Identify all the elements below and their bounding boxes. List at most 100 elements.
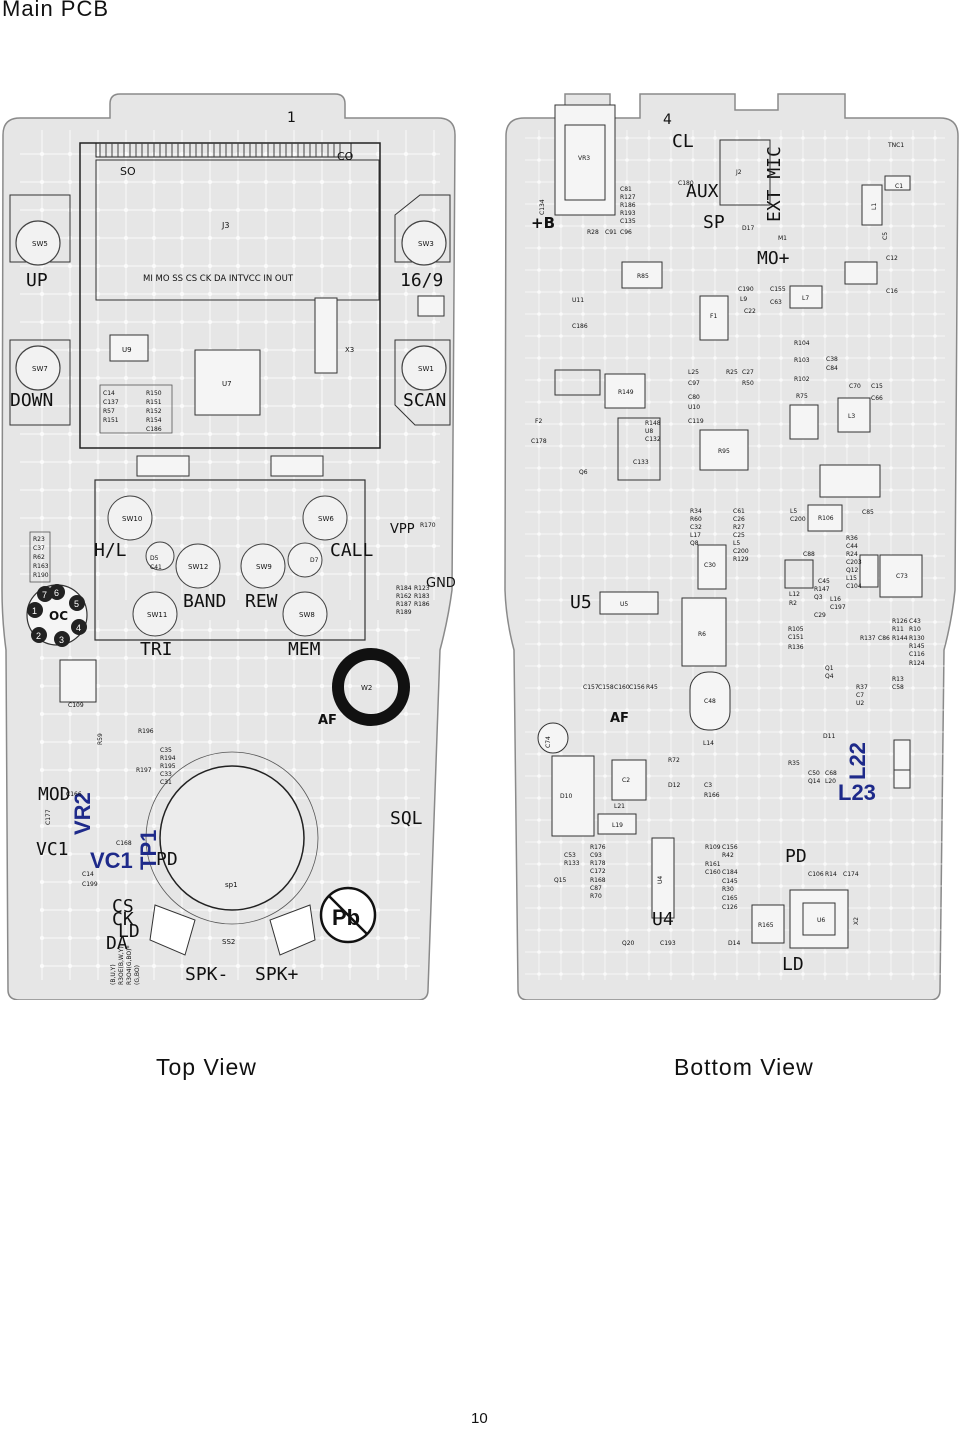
svg-text:R190: R190 xyxy=(33,572,49,579)
svg-text:R136: R136 xyxy=(788,644,804,651)
svg-text:L5: L5 xyxy=(790,508,797,515)
svg-text:R137: R137 xyxy=(860,635,876,642)
svg-text:D5: D5 xyxy=(150,555,159,562)
ic-u6: U6 xyxy=(789,889,849,949)
svg-text:C106: C106 xyxy=(808,871,824,878)
svg-text:R85: R85 xyxy=(637,273,649,280)
svg-text:R27: R27 xyxy=(733,524,745,531)
svg-text:U10: U10 xyxy=(688,404,700,411)
svg-text:C135: C135 xyxy=(620,218,636,225)
svg-text:SW7: SW7 xyxy=(32,365,48,373)
svg-text:C168: C168 xyxy=(116,840,132,847)
label-c169: R165 xyxy=(758,922,774,929)
ic-u11: R85 xyxy=(621,261,663,289)
svg-text:SS2: SS2 xyxy=(222,938,235,946)
label-ext-mic: EXT MIC xyxy=(764,146,785,222)
svg-text:R124: R124 xyxy=(909,660,925,667)
svg-text:C35: C35 xyxy=(160,747,172,754)
svg-text:C66: C66 xyxy=(871,395,883,402)
svg-text:D14: D14 xyxy=(728,940,740,947)
svg-text:R127: R127 xyxy=(620,194,636,201)
label-pd-bottom: PD xyxy=(785,846,807,867)
svg-text:R10: R10 xyxy=(909,626,921,633)
ic-u7: U7 xyxy=(194,349,261,416)
svg-text:L12: L12 xyxy=(789,591,800,598)
bottom-top-parts: C134 C81 R127 R186 R193 C135 C180 R28 C9… xyxy=(539,180,903,295)
svg-text:C186: C186 xyxy=(572,323,588,330)
bottom-mid-parts: R104 R103 C38 C84 R102 C70 C15 C66 R75 L… xyxy=(572,286,883,476)
label-j2: J2 xyxy=(735,169,742,176)
svg-text:C203: C203 xyxy=(846,559,862,566)
svg-text:C104: C104 xyxy=(846,583,862,590)
svg-text:R129: R129 xyxy=(733,556,749,563)
label-u4: U4 xyxy=(652,909,674,930)
svg-text:C25: C25 xyxy=(733,532,745,539)
corner-mark-1: 1 xyxy=(287,110,296,126)
caption-bottom-view: Bottom View xyxy=(674,1054,814,1080)
svg-text:R150: R150 xyxy=(146,390,162,397)
pcb-diagram: 1 CO SO J3 MI MO SS CS CK DA INTVCC IN O… xyxy=(1,93,959,1000)
label-u5: U5 xyxy=(570,592,592,613)
svg-text:R42: R42 xyxy=(722,852,734,859)
label-l5: R106 xyxy=(818,515,834,522)
svg-text:U8: U8 xyxy=(645,428,653,435)
svg-text:C109: C109 xyxy=(68,702,84,709)
svg-text:C44: C44 xyxy=(846,543,858,550)
svg-text:C160: C160 xyxy=(614,684,630,691)
svg-text:C186: C186 xyxy=(146,426,162,433)
pin-ck: CK xyxy=(112,909,134,930)
svg-text:R183: R183 xyxy=(414,593,430,600)
svg-text:R105: R105 xyxy=(788,626,804,633)
label-f1: F1 xyxy=(710,313,717,320)
svg-text:C53: C53 xyxy=(564,852,576,859)
svg-text:Q14: Q14 xyxy=(808,778,821,785)
svg-text:D11: D11 xyxy=(823,733,835,740)
svg-text:OC: OC xyxy=(49,609,68,623)
svg-text:R2: R2 xyxy=(789,600,797,607)
lcd-connector-pins xyxy=(99,143,341,157)
svg-text:R123: R123 xyxy=(414,585,430,592)
bottom-view-board: 4 VR3 CL AUX SP EXT MIC MO+ +B TNC1 J2 M… xyxy=(504,93,959,1000)
svg-text:C45: C45 xyxy=(818,578,830,585)
switch-sw1: SW1 xyxy=(401,345,447,391)
svg-text:C70: C70 xyxy=(849,383,861,390)
svg-text:C200: C200 xyxy=(790,516,806,523)
svg-text:C7: C7 xyxy=(856,692,864,699)
svg-text:R57: R57 xyxy=(103,408,115,415)
label-mod: MOD xyxy=(38,784,71,805)
svg-text:R196: R196 xyxy=(138,728,154,735)
svg-text:R45: R45 xyxy=(646,684,658,691)
svg-text:C119: C119 xyxy=(688,418,704,425)
switch-sw7: SW7 xyxy=(15,345,61,391)
label-m1: M1 xyxy=(778,235,787,242)
svg-text:L14: L14 xyxy=(703,740,714,747)
svg-text:Q4: Q4 xyxy=(825,673,834,680)
svg-text:W2: W2 xyxy=(361,684,372,692)
switch-sw3: SW3 xyxy=(401,220,447,266)
svg-text:C32: C32 xyxy=(690,524,702,531)
svg-text:C31: C31 xyxy=(160,779,172,786)
page-number: 10 xyxy=(471,1410,488,1427)
label-pd-top: PD xyxy=(156,849,178,870)
svg-text:1: 1 xyxy=(32,606,37,616)
svg-text:C86: C86 xyxy=(878,635,890,642)
svg-text:SW1: SW1 xyxy=(418,365,434,373)
highlight-l22: L22 xyxy=(845,742,870,780)
svg-text:C158: C158 xyxy=(598,684,614,691)
svg-text:R23: R23 xyxy=(33,536,45,543)
svg-text:C58: C58 xyxy=(892,684,904,691)
svg-text:L5: L5 xyxy=(733,540,740,547)
note-gbo: (G,BO) xyxy=(134,965,141,985)
svg-text:R154: R154 xyxy=(146,417,162,424)
svg-text:C33: C33 xyxy=(160,771,172,778)
svg-text:U11: U11 xyxy=(572,297,584,304)
svg-text:D12: D12 xyxy=(668,782,680,789)
svg-text:C137: C137 xyxy=(103,399,119,406)
bottom-lower-parts: R34 R60 C32 L17 Q8 C61 C26 R27 C25 L5 C2… xyxy=(583,508,925,810)
svg-text:F2: F2 xyxy=(535,418,542,425)
bus-pin-labels: MI MO SS CS CK DA INTVCC IN OUT xyxy=(143,274,294,284)
svg-text:C166: C166 xyxy=(66,791,82,798)
label-mem: MEM xyxy=(288,639,321,660)
svg-text:C134: C134 xyxy=(539,199,546,215)
svg-text:C156: C156 xyxy=(722,844,738,851)
